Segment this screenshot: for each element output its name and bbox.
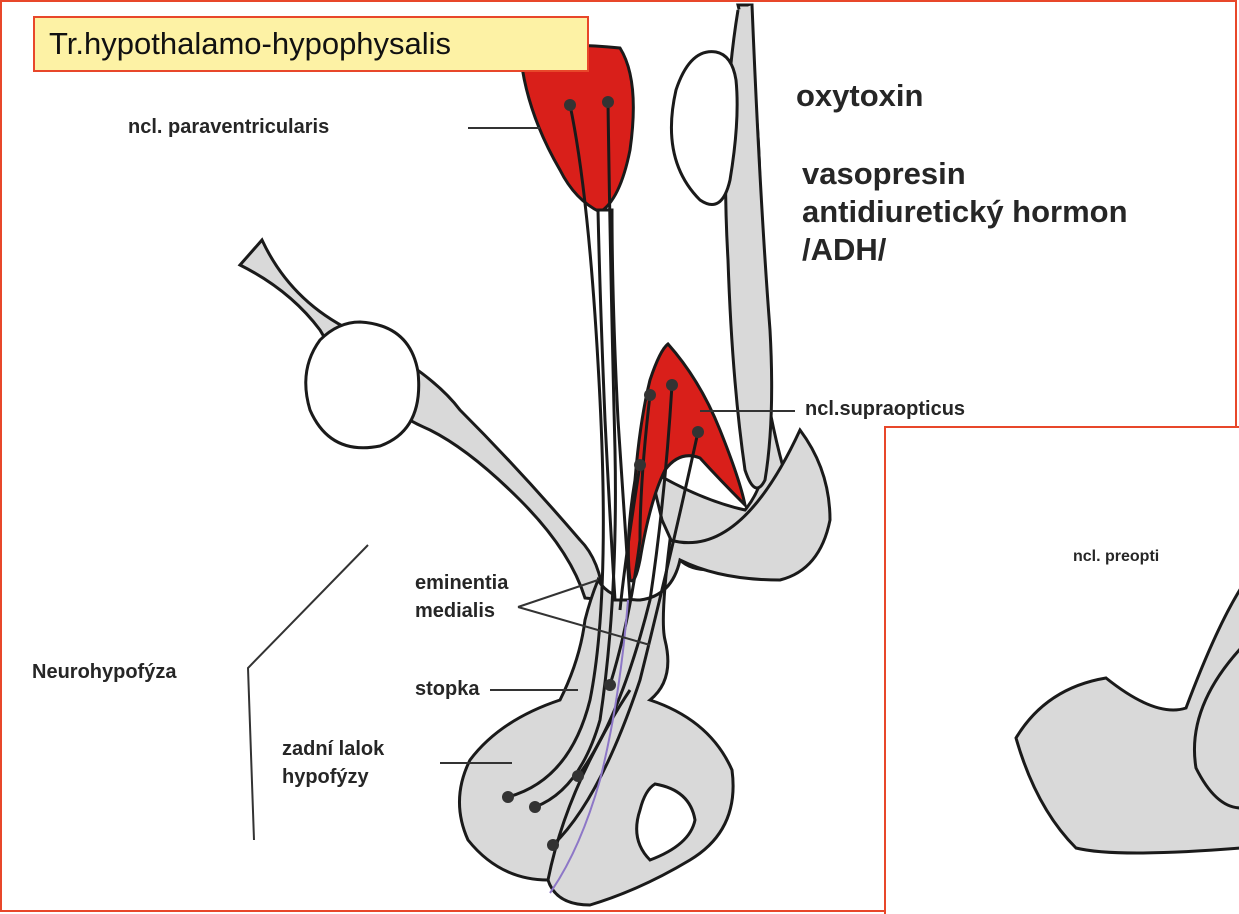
optic-tract	[240, 240, 604, 600]
mammillary-oval	[671, 52, 737, 205]
neurohypofyza-label: Neurohypofýza	[32, 661, 176, 684]
zadni-lalok-label-line1: zadní lalok	[282, 738, 384, 761]
second-panel: ncl. preopti	[884, 426, 1239, 914]
vasopresin-label: vasopresin	[802, 156, 966, 192]
chiasm-circle	[306, 322, 419, 448]
neuron-dot	[692, 426, 704, 438]
eminentia-label-line1: eminentia	[415, 572, 508, 595]
neuron-dot	[547, 839, 559, 851]
neuron-dot	[604, 679, 616, 691]
slide-title: Tr.hypothalamo-hypophysalis	[33, 16, 589, 72]
neuron-dot	[572, 770, 584, 782]
oxytoxin-label: oxytoxin	[796, 78, 923, 114]
neuron-dot	[666, 379, 678, 391]
preoptic-label: ncl. preopti	[1073, 548, 1159, 566]
zadni-lalok-label-line2: hypofýzy	[282, 766, 369, 789]
paraventricularis-label: ncl. paraventricularis	[128, 116, 329, 139]
neuron-dot	[564, 99, 576, 111]
stopka-label: stopka	[415, 678, 479, 701]
adh-label-line1: antidiuretický hormon	[802, 194, 1128, 230]
adh-label-line2: /ADH/	[802, 232, 886, 268]
neuron-dot	[644, 389, 656, 401]
neuron-dot	[634, 459, 646, 471]
neuron-dot	[502, 791, 514, 803]
neuron-dot	[529, 801, 541, 813]
supraopticus-label: ncl.supraopticus	[805, 398, 965, 421]
eminentia-label-line2: medialis	[415, 600, 495, 623]
second-diagram	[886, 428, 1239, 914]
neuron-dot	[602, 96, 614, 108]
